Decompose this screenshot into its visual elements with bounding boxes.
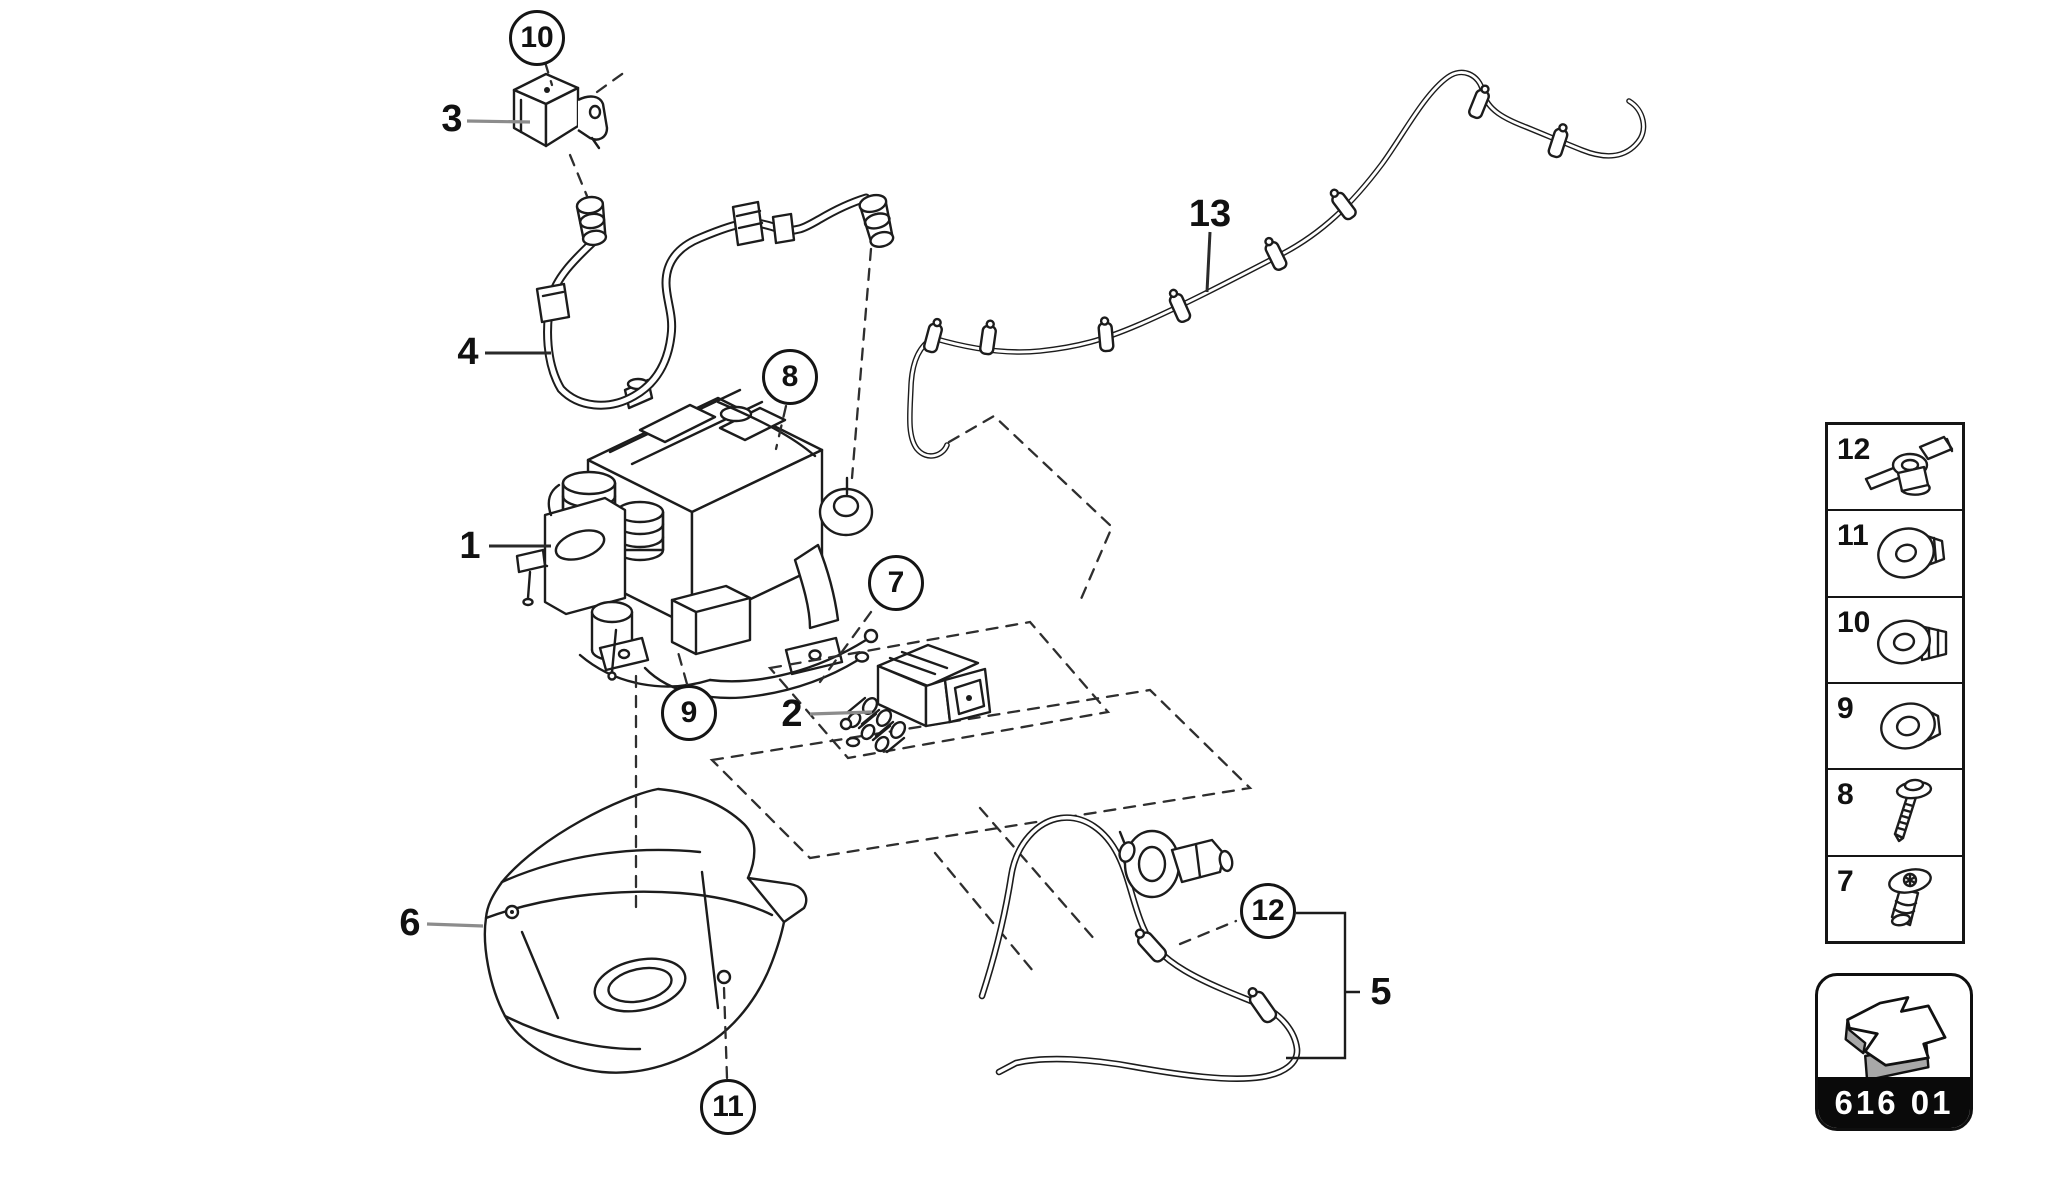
callout-5-bracket	[1286, 911, 1360, 1060]
washer-icon	[1880, 702, 1942, 750]
callout-2[interactable]: 2	[781, 693, 803, 735]
legend-item-7[interactable]: 7	[1828, 857, 1962, 941]
legend-item-9[interactable]: 9	[1828, 684, 1962, 771]
callout-7[interactable]: 7	[868, 555, 924, 611]
air-hose-5	[978, 814, 1301, 1082]
callout-12[interactable]: 12	[1240, 883, 1296, 939]
legend-item-11[interactable]: 11	[1828, 511, 1962, 598]
callout-1[interactable]: 1	[459, 525, 481, 567]
callout-9[interactable]: 9	[661, 685, 717, 741]
pipe-clip-icon	[1864, 435, 1954, 496]
direction-arrow-icon	[1844, 995, 1947, 1081]
valve-block	[839, 643, 992, 754]
construction-lines	[543, 60, 1253, 1080]
hose-grommet	[1118, 829, 1234, 899]
legend-item-10[interactable]: 10	[1828, 598, 1962, 684]
hose-clip	[1130, 924, 1170, 966]
valve-ports	[839, 696, 907, 754]
callout-13[interactable]: 13	[1188, 193, 1232, 235]
compressor-unit	[515, 377, 879, 700]
callout-3[interactable]: 3	[441, 98, 463, 140]
legend-item-number: 7	[1837, 864, 1854, 898]
callout-4[interactable]: 4	[457, 331, 479, 373]
leader-lines	[426, 119, 1360, 1060]
torx-screw-icon	[1888, 867, 1932, 927]
legend-item-12[interactable]: 12	[1828, 425, 1962, 512]
legend-item-number: 10	[1837, 605, 1871, 639]
legend-item-number: 12	[1837, 433, 1871, 466]
badge-code: 616 01	[1818, 1077, 1970, 1128]
relay	[512, 72, 609, 150]
section-badge[interactable]: 616 01	[1815, 973, 1973, 1131]
fastener-legend: 12 11 10	[1825, 422, 1965, 944]
legend-item-number: 8	[1837, 778, 1854, 812]
protective-cover	[483, 787, 808, 1074]
line-clips	[921, 82, 1572, 356]
long-screw-icon	[1893, 779, 1933, 843]
legend-item-number: 9	[1837, 691, 1854, 725]
harness-connector-b	[858, 193, 895, 248]
flange-nut-icon	[1876, 619, 1948, 665]
callout-8[interactable]: 8	[762, 349, 818, 405]
harness-connector-a	[575, 195, 608, 247]
air-line-13	[906, 69, 1647, 459]
hose-clip	[1243, 983, 1280, 1026]
callout-5[interactable]: 5	[1370, 971, 1392, 1013]
callout-6[interactable]: 6	[399, 902, 421, 944]
wiring-harness	[535, 193, 895, 410]
legend-item-8[interactable]: 8	[1828, 770, 1962, 857]
callout-10[interactable]: 10	[509, 10, 565, 66]
badge-art	[1818, 976, 1970, 1083]
washer-nut-icon	[1877, 527, 1946, 579]
callout-11[interactable]: 11	[700, 1079, 756, 1135]
legend-item-number: 11	[1837, 519, 1869, 553]
